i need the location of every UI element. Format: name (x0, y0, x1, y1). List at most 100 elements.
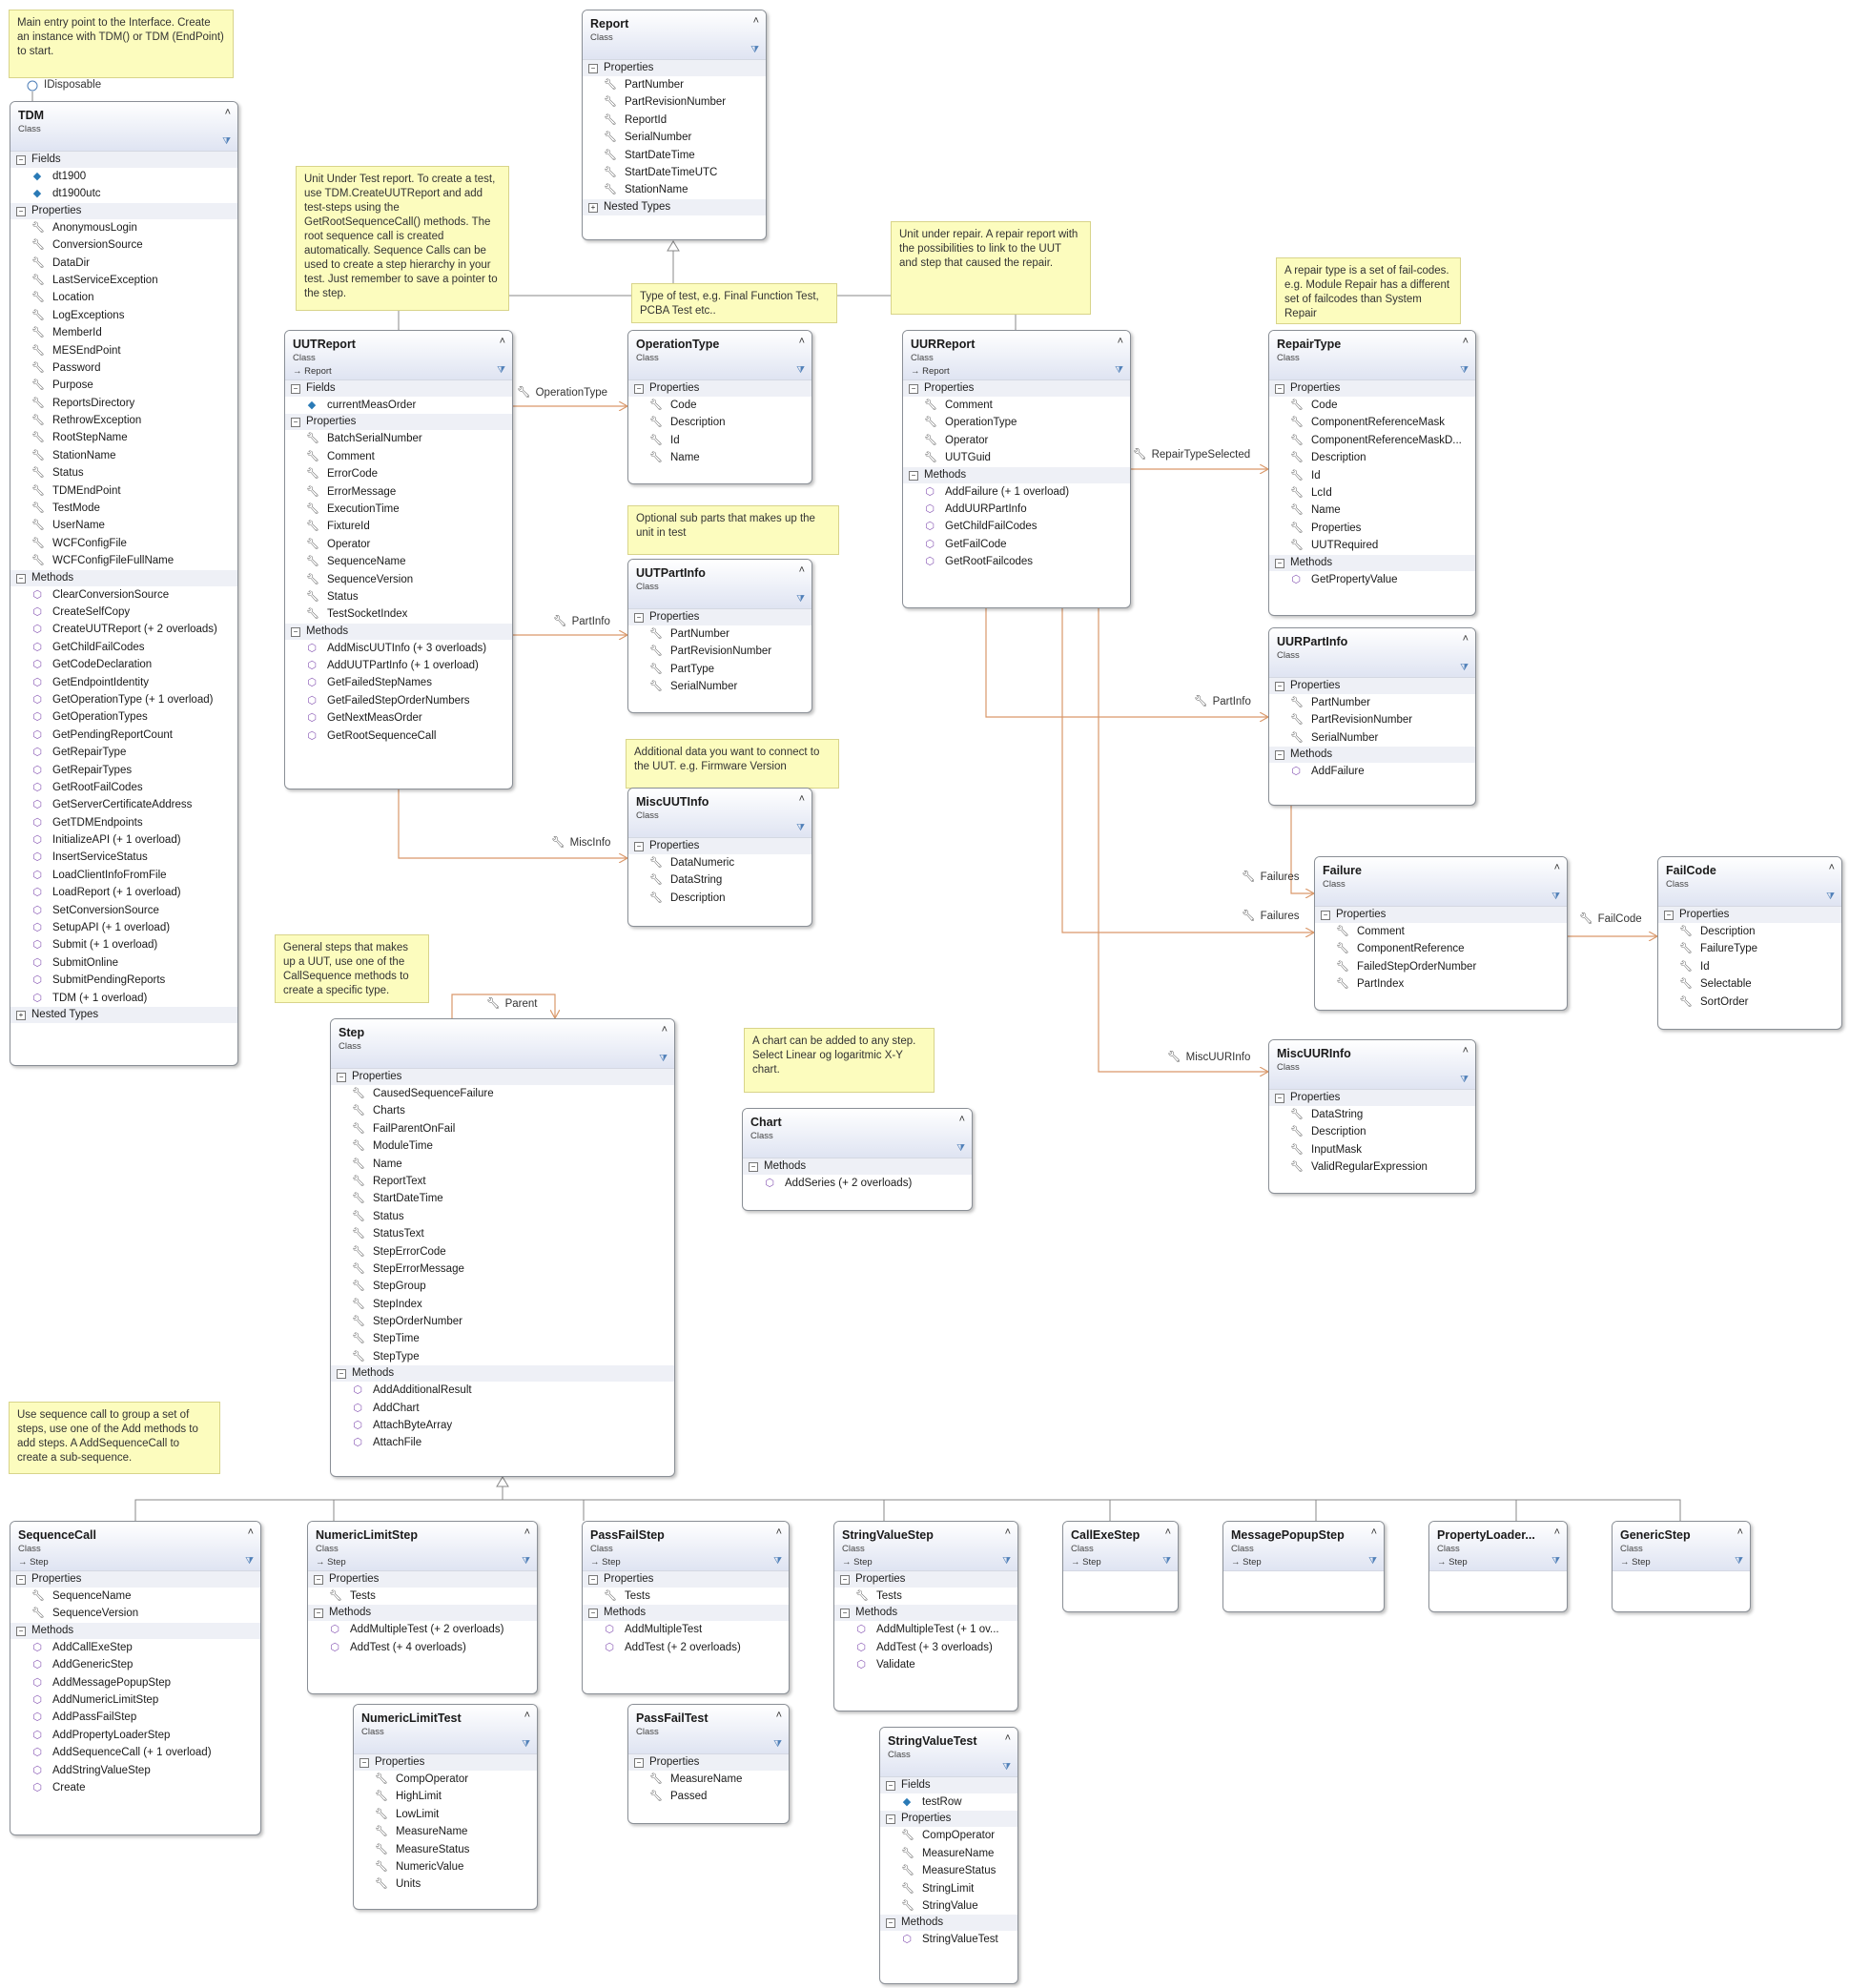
member-row[interactable]: 🔧︎Charts (331, 1102, 674, 1119)
section-header[interactable]: −Properties (285, 414, 512, 431)
filter-icon[interactable]: ⧩ (773, 1739, 782, 1750)
section-header[interactable]: −Properties (834, 1571, 1017, 1588)
section-header[interactable]: −Properties (628, 838, 812, 854)
filter-icon[interactable]: ⧩ (497, 365, 505, 376)
collapse-toggle-icon[interactable]: − (634, 1758, 644, 1768)
member-row[interactable]: ⬡StringValueTest (880, 1931, 1017, 1948)
member-row[interactable]: 🔧︎StartDateTime (583, 147, 766, 164)
member-row[interactable]: ⬡LoadReport (+ 1 overload) (10, 884, 237, 901)
member-row[interactable]: 🔧︎ExecutionTime (285, 501, 512, 518)
collapse-icon[interactable]: ˄ (798, 336, 805, 347)
section-header[interactable]: −Methods (1269, 554, 1475, 571)
member-row[interactable]: 🔧︎Code (1269, 397, 1475, 414)
member-row[interactable]: ⬡AddUURPartInfo (903, 501, 1130, 518)
member-row[interactable]: 🔧︎StartDateTimeUTC (583, 164, 766, 181)
collapse-toggle-icon[interactable]: − (1275, 384, 1284, 394)
member-row[interactable]: 🔧︎MemberId (10, 324, 237, 341)
collapse-toggle-icon[interactable]: − (16, 206, 26, 216)
member-row[interactable]: ⬡AddMiscUUTInfo (+ 3 overloads) (285, 640, 512, 657)
member-row[interactable]: 🔧︎OperationType (903, 414, 1130, 431)
member-row[interactable]: 🔧︎Properties (1269, 520, 1475, 537)
member-row[interactable]: 🔧︎ReportText (331, 1173, 674, 1190)
member-row[interactable]: ⬡AddMultipleTest (+ 1 ov... (834, 1621, 1017, 1638)
member-row[interactable]: 🔧︎LcId (1269, 484, 1475, 502)
member-row[interactable]: ⬡AddMessagePopupStep (10, 1674, 260, 1691)
section-header[interactable]: −Properties (331, 1069, 674, 1085)
member-row[interactable]: 🔧︎StepType (331, 1348, 674, 1365)
member-row[interactable]: 🔧︎StepTime (331, 1330, 674, 1347)
member-row[interactable]: 🔧︎RethrowException (10, 412, 237, 429)
member-row[interactable]: ⬡GetPropertyValue (1269, 571, 1475, 588)
section-header[interactable]: −Properties (308, 1571, 537, 1588)
member-row[interactable]: 🔧︎ReportsDirectory (10, 395, 237, 412)
member-row[interactable]: ⬡GetNextMeasOrder (285, 709, 512, 727)
member-row[interactable]: 🔧︎Id (1658, 958, 1841, 975)
section-header[interactable]: −Methods (308, 1605, 537, 1622)
filter-icon[interactable]: ⧩ (1002, 1762, 1011, 1773)
filter-icon[interactable]: ⧩ (1162, 1556, 1171, 1567)
member-row[interactable]: ⬡LoadClientInfoFromFile (10, 867, 237, 884)
member-row[interactable]: ⬡GetEndpointIdentity (10, 674, 237, 691)
member-row[interactable]: ⬡AddNumericLimitStep (10, 1691, 260, 1709)
member-row[interactable]: ⬡GetFailedStepNames (285, 674, 512, 691)
member-row[interactable]: 🔧︎PartNumber (583, 76, 766, 93)
member-row[interactable]: ⬡AddUUTPartInfo (+ 1 overload) (285, 657, 512, 674)
collapse-toggle-icon[interactable]: − (16, 573, 26, 584)
collapse-toggle-icon[interactable]: − (886, 1918, 895, 1929)
member-row[interactable]: ⬡GetRootFailcodes (903, 553, 1130, 570)
member-row[interactable]: 🔧︎Location (10, 289, 237, 306)
member-row[interactable]: ⬡AddFailure (+ 1 overload) (903, 483, 1130, 501)
member-row[interactable]: 🔧︎StepIndex (331, 1296, 674, 1313)
member-row[interactable]: ⬡GetCodeDeclaration (10, 656, 237, 673)
section-header[interactable]: −Properties (880, 1811, 1017, 1828)
filter-icon[interactable]: ⧩ (773, 1556, 782, 1567)
member-row[interactable]: ⬡ClearConversionSource (10, 586, 237, 604)
filter-icon[interactable]: ⧩ (522, 1739, 530, 1750)
member-row[interactable]: 🔧︎Units (354, 1875, 537, 1893)
member-row[interactable]: 🔧︎DataString (628, 871, 812, 889)
filter-icon[interactable]: ⧩ (245, 1556, 254, 1567)
member-row[interactable]: ⬡InsertServiceStatus (10, 849, 237, 866)
nested-types-header[interactable]: +Nested Types (10, 1006, 237, 1023)
member-row[interactable]: ⬡SetupAPI (+ 1 overload) (10, 919, 237, 936)
member-row[interactable]: 🔧︎PartRevisionNumber (1269, 711, 1475, 728)
member-row[interactable]: ⬡GetRootSequenceCall (285, 728, 512, 745)
member-row[interactable]: 🔧︎StatusText (331, 1225, 674, 1242)
member-row[interactable]: 🔧︎PartIndex (1315, 975, 1567, 993)
filter-icon[interactable]: ⧩ (1115, 365, 1123, 376)
collapse-toggle-icon[interactable]: − (16, 1626, 26, 1636)
collapse-toggle-icon[interactable]: − (634, 842, 644, 851)
filter-icon[interactable]: ⧩ (659, 1054, 668, 1064)
collapse-icon[interactable]: ˄ (499, 336, 505, 347)
member-row[interactable]: ⬡AddTest (+ 4 overloads) (308, 1639, 537, 1656)
collapse-toggle-icon[interactable]: − (314, 1575, 323, 1585)
filter-icon[interactable]: ⧩ (796, 365, 805, 376)
member-row[interactable]: ⬡AddTest (+ 3 overloads) (834, 1639, 1017, 1656)
collapse-icon[interactable]: ˄ (1117, 336, 1123, 347)
member-row[interactable]: 🔧︎SerialNumber (583, 129, 766, 146)
member-row[interactable]: 🔧︎DataNumeric (628, 854, 812, 871)
member-row[interactable]: 🔧︎NumericValue (354, 1858, 537, 1875)
member-row[interactable]: 🔧︎PartType (628, 661, 812, 678)
member-row[interactable]: ⬡AddPropertyLoaderStep (10, 1727, 260, 1744)
member-row[interactable]: 🔧︎ComponentReferenceMaskD... (1269, 432, 1475, 449)
member-row[interactable]: 🔧︎PartRevisionNumber (628, 643, 812, 660)
filter-icon[interactable]: ⧩ (750, 45, 759, 55)
filter-icon[interactable]: ⧩ (956, 1143, 965, 1154)
member-row[interactable]: 🔧︎TDMEndPoint (10, 482, 237, 500)
member-row[interactable]: 🔧︎PartNumber (1269, 694, 1475, 711)
